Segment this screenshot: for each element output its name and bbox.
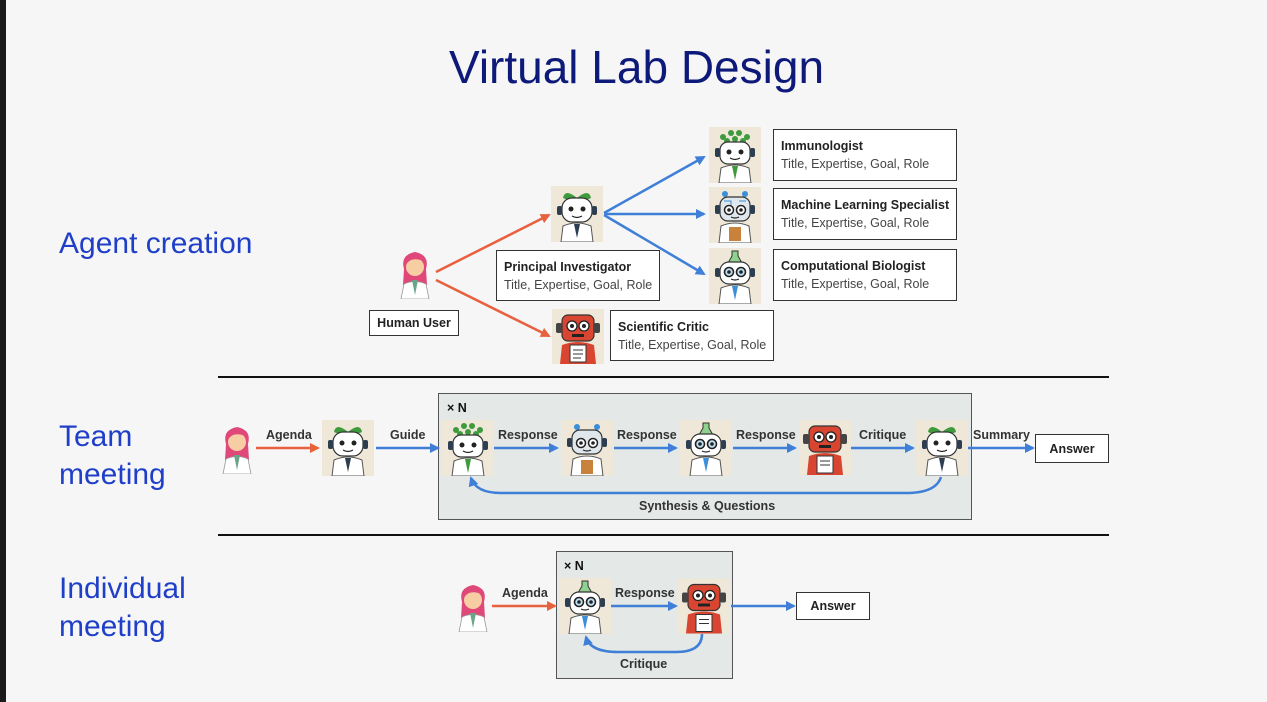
computational-biologist-box: Computational Biologist Title, Expertise… — [773, 249, 957, 301]
scientific-critic-box: Scientific Critic Title, Expertise, Goal… — [610, 310, 774, 361]
team-answer-box: Answer — [1035, 434, 1109, 463]
section-individual-meeting: Individual meeting — [59, 570, 186, 646]
arrow-pi-to-compbio — [603, 213, 706, 276]
team-repeat-label: × N — [447, 401, 467, 415]
arrows-layer — [256, 155, 1035, 654]
scientific-critic-avatar — [552, 309, 604, 364]
human-user-box: Human User — [369, 310, 459, 336]
ml-specialist-attributes: Title, Expertise, Goal, Role — [781, 216, 930, 230]
individual-critique-label: Critique — [620, 657, 668, 671]
team-critic-avatar — [799, 420, 851, 475]
individual-agenda-label: Agenda — [502, 586, 548, 600]
team-ml-specialist-avatar — [561, 420, 613, 476]
human-user-avatar — [400, 252, 430, 299]
individual-repeat-label: × N — [564, 559, 584, 573]
section-team-meeting: Team meeting — [59, 418, 166, 494]
pi-attributes: Title, Expertise, Goal, Role — [504, 278, 653, 292]
arrow-ind-loop — [583, 633, 704, 654]
computational-biologist-avatar — [709, 248, 761, 304]
individual-critic-avatar — [678, 578, 730, 634]
individual-computational-biologist-avatar — [559, 578, 611, 634]
divider-top — [218, 376, 1109, 378]
team-human-avatar — [222, 427, 252, 474]
immunologist-avatar — [709, 127, 761, 183]
section-team-line2: meeting — [59, 458, 166, 491]
team-response-label-2: Response — [617, 428, 677, 442]
immunologist-name: Immunologist — [781, 139, 863, 153]
team-agenda-label: Agenda — [266, 428, 312, 442]
arrow-pi-to-immunologist — [603, 155, 706, 215]
ml-specialist-box: Machine Learning Specialist Title, Exper… — [773, 188, 957, 240]
individual-human-avatar — [458, 585, 488, 632]
individual-answer-box: Answer — [796, 592, 870, 620]
arrow-human-to-pi — [435, 213, 551, 274]
principal-investigator-avatar — [551, 186, 603, 242]
team-response-label-3: Response — [736, 428, 796, 442]
team-pi-summary-avatar — [916, 420, 968, 476]
divider-bottom — [218, 534, 1109, 536]
section-individual-line1: Individual — [59, 572, 186, 605]
arrow-human-to-critic — [435, 278, 551, 338]
compbio-attributes: Title, Expertise, Goal, Role — [781, 277, 930, 291]
principal-investigator-box: Principal Investigator Title, Expertise,… — [496, 250, 660, 301]
ml-specialist-avatar — [709, 187, 761, 243]
ml-specialist-name: Machine Learning Specialist — [781, 198, 950, 212]
arrow-team-loop — [468, 476, 943, 495]
immunologist-box: Immunologist Title, Expertise, Goal, Rol… — [773, 129, 957, 181]
slide: Virtual Lab Design Agent creation Team m… — [6, 0, 1267, 702]
team-summary-label: Summary — [973, 428, 1030, 442]
pi-name: Principal Investigator — [504, 260, 632, 274]
section-individual-line2: meeting — [59, 610, 166, 643]
team-critique-label: Critique — [859, 428, 907, 442]
section-agent-creation: Agent creation — [59, 227, 253, 260]
team-computational-biologist-avatar — [680, 420, 732, 476]
critic-attributes: Title, Expertise, Goal, Role — [618, 338, 767, 352]
team-loop-label: Synthesis & Questions — [639, 499, 776, 513]
individual-response-label: Response — [615, 586, 675, 600]
team-guide-label: Guide — [390, 428, 426, 442]
critic-name: Scientific Critic — [618, 320, 709, 334]
section-team-line1: Team — [59, 420, 133, 453]
team-pi-avatar — [322, 420, 374, 476]
team-immunologist-avatar — [442, 420, 494, 476]
team-response-label-1: Response — [498, 428, 558, 442]
compbio-name: Computational Biologist — [781, 259, 926, 273]
slide-title: Virtual Lab Design — [448, 41, 825, 93]
immunologist-attributes: Title, Expertise, Goal, Role — [781, 157, 930, 171]
